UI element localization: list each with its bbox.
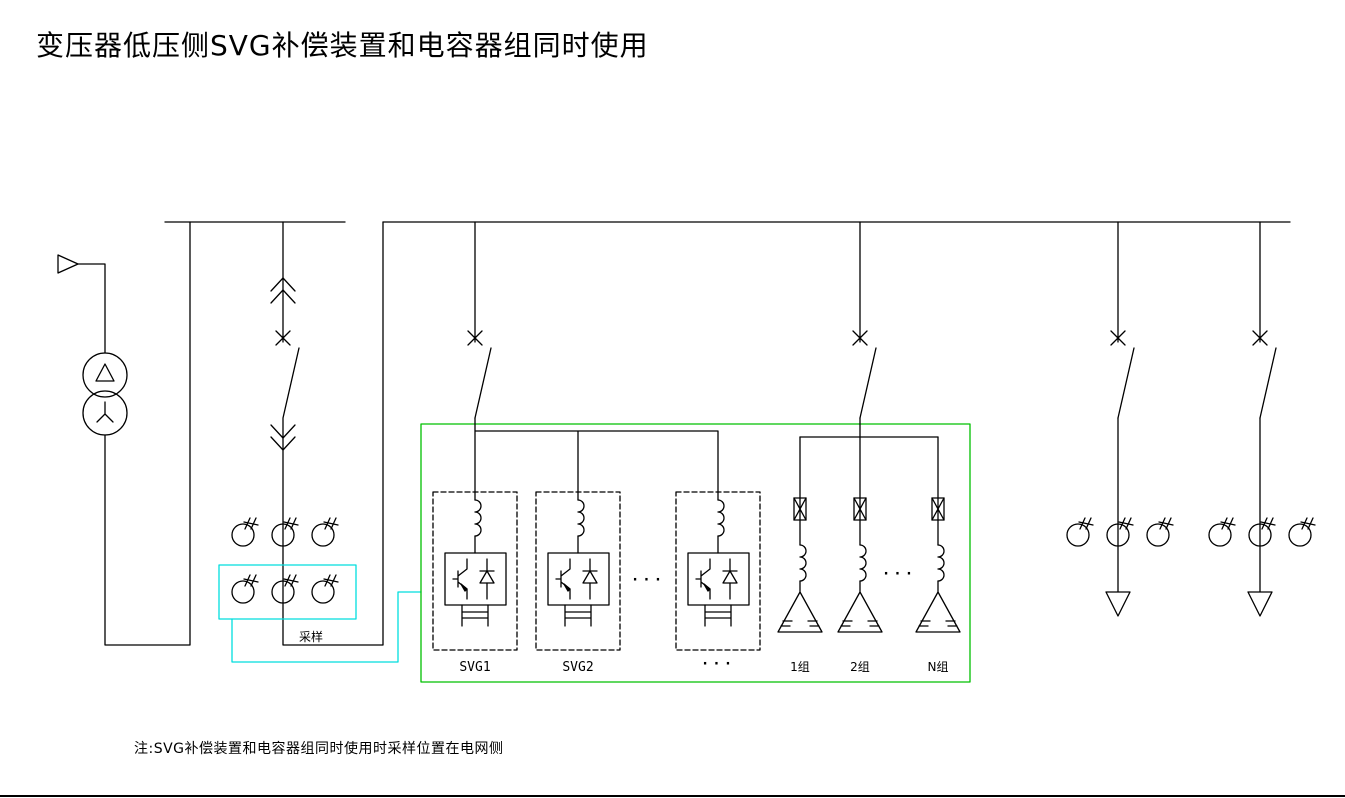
- svg1-label: SVG1: [459, 660, 490, 675]
- ct-icon: [311, 517, 339, 547]
- sampling-signal-link: [231, 591, 422, 663]
- cap-group2-label: 2组: [850, 660, 870, 674]
- ct-sampling-icon: [311, 574, 339, 604]
- cap-group1-label: 1组: [790, 660, 810, 674]
- ct-icon: [271, 517, 299, 547]
- svgn-label: ···: [701, 656, 735, 672]
- sampling-label: 采样: [299, 629, 323, 644]
- cap-groupn-label: N组: [928, 660, 949, 674]
- breaker-icon: [1110, 221, 1135, 419]
- ct-icon: [1146, 517, 1174, 547]
- wye-winding-icon: [96, 401, 114, 423]
- ct-sampling-icon: [231, 574, 259, 604]
- svg-ellipsis: ···: [631, 572, 665, 588]
- compensation-enclosure: [420, 423, 971, 683]
- outgoing-arrow-icon: [1247, 591, 1273, 617]
- breaker-icon: [1252, 221, 1277, 419]
- drawing-note: 注:SVG补偿装置和电容器组同时使用时采样位置在电网侧: [134, 741, 504, 757]
- drawout-contact-down-icon: [270, 424, 296, 451]
- outgoing-feeder-2: [1208, 221, 1316, 617]
- ct-icon: [231, 517, 259, 547]
- incoming-feeder: [57, 221, 191, 646]
- capacitor-group-2: [838, 437, 882, 632]
- breaker-icon: [467, 221, 492, 419]
- outgoing-feeder-1: [1066, 221, 1174, 617]
- outgoing-arrow-icon: [1105, 591, 1131, 617]
- delta-winding-icon: [95, 363, 115, 382]
- ct-sampling-icon: [271, 574, 299, 604]
- ct-icon: [1248, 517, 1276, 547]
- incoming-arrow-icon: [57, 254, 79, 274]
- sampling-feeder: [231, 221, 384, 646]
- drawing-title: 变压器低压侧SVG补偿装置和电容器组同时使用: [36, 29, 649, 62]
- ct-icon: [1066, 517, 1094, 547]
- ct-icon: [1208, 517, 1236, 547]
- transformer-symbol: [82, 352, 128, 436]
- svg-module-n: [676, 492, 760, 650]
- sampling-ct-box: [218, 564, 357, 620]
- breaker-icon: [852, 221, 877, 419]
- cap-ellipsis: ···: [882, 566, 916, 582]
- svg-branch: [433, 221, 760, 650]
- ct-icon: [1106, 517, 1134, 547]
- capacitor-group-1: [778, 437, 822, 632]
- ct-icon: [1288, 517, 1316, 547]
- drawout-contact-up-icon: [270, 277, 296, 304]
- capacitor-branch: [778, 221, 960, 632]
- capacitor-group-n: [916, 437, 960, 632]
- svg2-label: SVG2: [562, 660, 593, 675]
